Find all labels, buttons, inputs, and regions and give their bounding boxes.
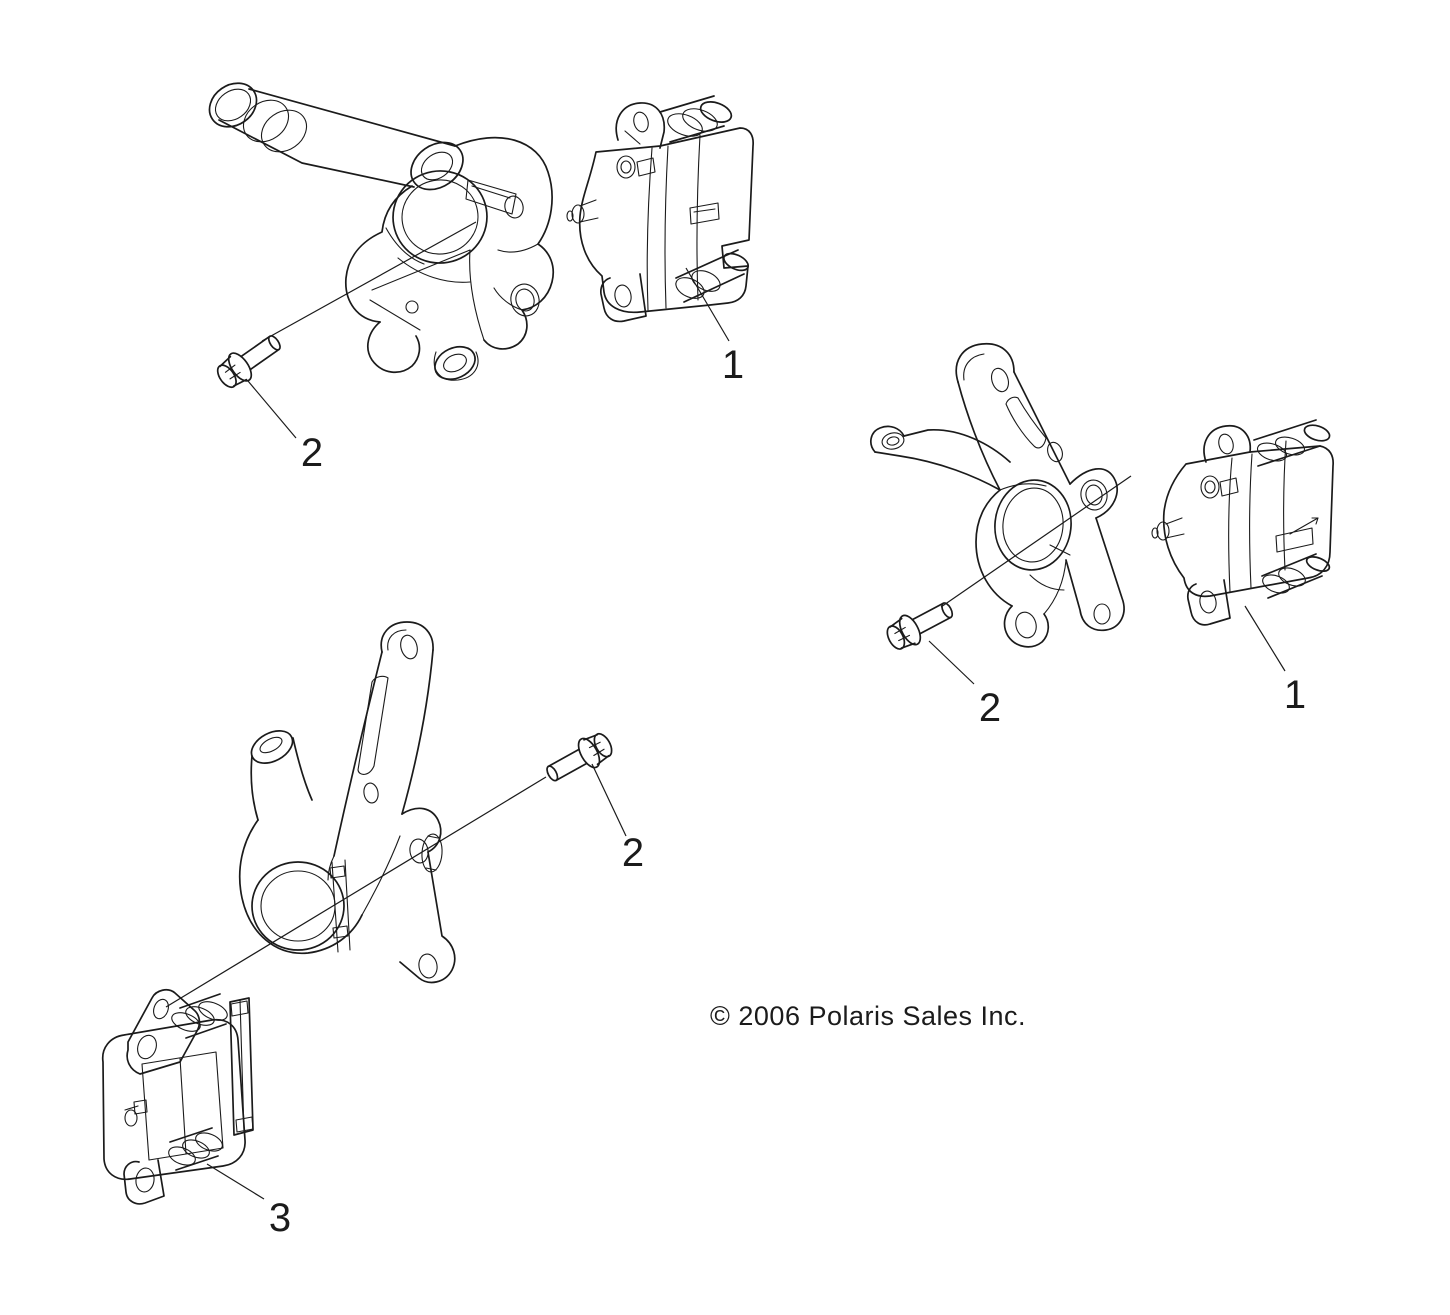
leader-bolt-rear-to-label-2	[591, 763, 627, 837]
rear-mounting-bolt-drawing	[540, 727, 618, 791]
front-right-knuckle-drawing	[870, 343, 1125, 648]
leader-caliper-front-right-to-label-1	[1244, 605, 1286, 672]
leader-bolt-to-caliper-rear	[165, 776, 547, 1008]
front-left-caliper-drawing	[566, 95, 754, 323]
callout-1-front-right-caliper: 1	[1283, 673, 1307, 717]
callout-2-front-left-bolt: 2	[300, 431, 324, 475]
callout-2-front-right-bolt: 2	[978, 686, 1002, 730]
leader-bolt-to-knuckle-front-right	[940, 475, 1132, 608]
leader-lines	[165, 221, 1286, 1200]
rear-knuckle-drawing	[238, 621, 456, 984]
leader-bolt-front-left-to-label-2	[247, 380, 297, 439]
front-left-knuckle-drawing	[208, 82, 555, 381]
front-right-caliper-drawing	[1151, 419, 1334, 626]
leader-bolt-front-right-to-label-2	[928, 640, 975, 685]
rear-caliper-drawing	[101, 988, 254, 1205]
callout-2-rear-bolt: 2	[621, 831, 645, 875]
leader-bolt-to-knuckle-front-left	[261, 221, 477, 342]
copyright-notice: © 2006 Polaris Sales Inc.	[710, 1001, 1027, 1031]
callout-3-rear-caliper: 3	[268, 1196, 292, 1240]
callout-1-front-left-caliper: 1	[721, 343, 745, 387]
leader-caliper-front-left-to-label-1	[685, 267, 730, 342]
leader-caliper-rear-to-label-3	[206, 1163, 265, 1200]
